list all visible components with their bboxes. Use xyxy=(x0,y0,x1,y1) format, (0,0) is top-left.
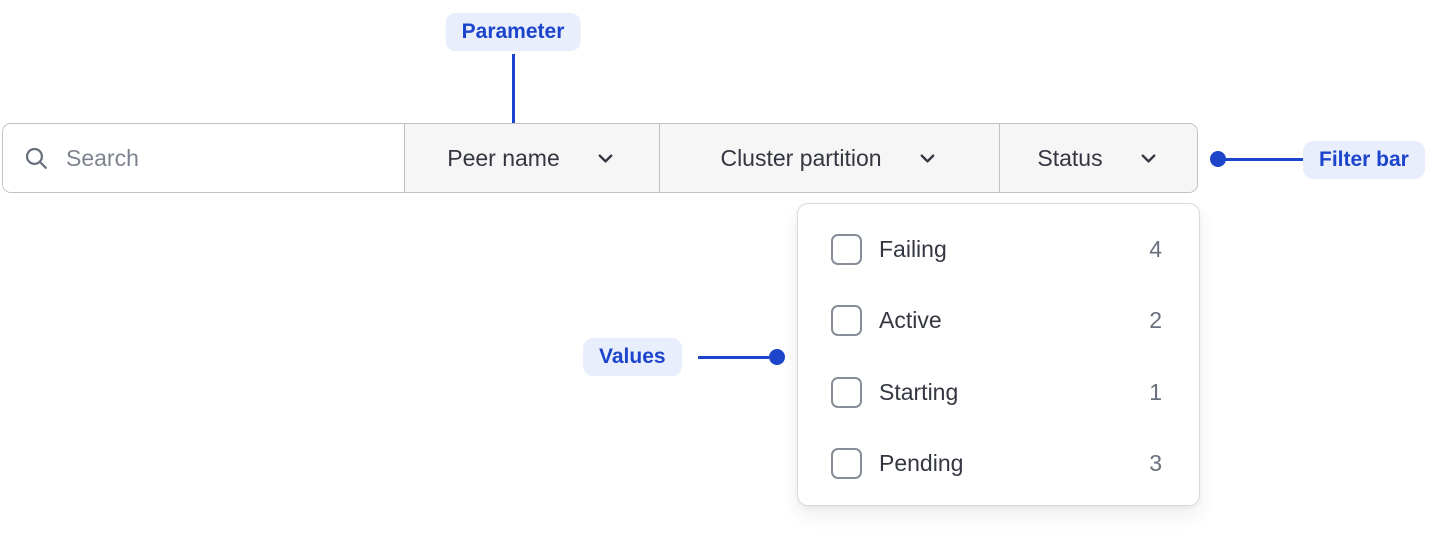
annotation-filter-bar-line xyxy=(1224,158,1303,161)
annotation-filter-bar-dot xyxy=(1210,151,1226,167)
checkbox-failing[interactable] xyxy=(831,233,862,265)
annotation-values-line xyxy=(698,356,769,359)
search-input[interactable] xyxy=(66,144,384,172)
annotation-parameter-label: Parameter xyxy=(461,20,565,43)
chevron-down-icon xyxy=(598,153,613,163)
option-count: 3 xyxy=(1149,450,1162,477)
search-icon xyxy=(25,147,47,169)
chevron-down-icon xyxy=(920,153,934,163)
filter-dropdown-peer-name-label: Peer name xyxy=(447,144,560,171)
annotation-values-badge: Values xyxy=(583,338,682,376)
checkbox-pending[interactable] xyxy=(831,448,862,480)
option-label: Failing xyxy=(879,235,947,262)
option-label: Starting xyxy=(879,378,959,405)
option-label: Active xyxy=(879,307,942,334)
dropdown-option-active[interactable]: Active 2 xyxy=(831,303,1162,339)
filter-dropdown-peer-name[interactable]: Peer name xyxy=(404,124,659,192)
annotation-values-dot xyxy=(769,349,785,365)
dropdown-option-pending[interactable]: Pending 3 xyxy=(831,446,1162,482)
checkbox-starting[interactable] xyxy=(831,376,862,408)
annotation-parameter-line xyxy=(512,54,515,136)
filter-dropdown-status-label: Status xyxy=(1037,144,1103,171)
checkbox-active[interactable] xyxy=(831,305,862,337)
annotation-values-label: Values xyxy=(599,345,666,368)
filter-dropdown-status[interactable]: Status xyxy=(999,124,1197,192)
option-count: 4 xyxy=(1149,235,1162,262)
dropdown-option-failing[interactable]: Failing 4 xyxy=(831,231,1162,267)
filter-dropdown-cluster-partition-label: Cluster partition xyxy=(720,144,882,171)
annotation-filter-bar-badge: Filter bar xyxy=(1303,141,1425,179)
annotation-filter-bar-label: Filter bar xyxy=(1319,148,1409,171)
option-count: 1 xyxy=(1149,378,1162,405)
option-label: Pending xyxy=(879,450,964,477)
dropdown-option-starting[interactable]: Starting 1 xyxy=(831,374,1162,410)
annotation-parameter-badge: Parameter xyxy=(445,13,581,51)
filter-bar: Peer name Cluster partition Status xyxy=(2,123,1198,193)
status-dropdown-panel: Failing 4 Active 2 Starting 1 Pending 3 xyxy=(797,203,1200,506)
filter-dropdown-cluster-partition[interactable]: Cluster partition xyxy=(659,124,999,192)
option-count: 2 xyxy=(1149,307,1162,334)
search-box[interactable] xyxy=(3,124,404,192)
chevron-down-icon xyxy=(1141,153,1156,163)
